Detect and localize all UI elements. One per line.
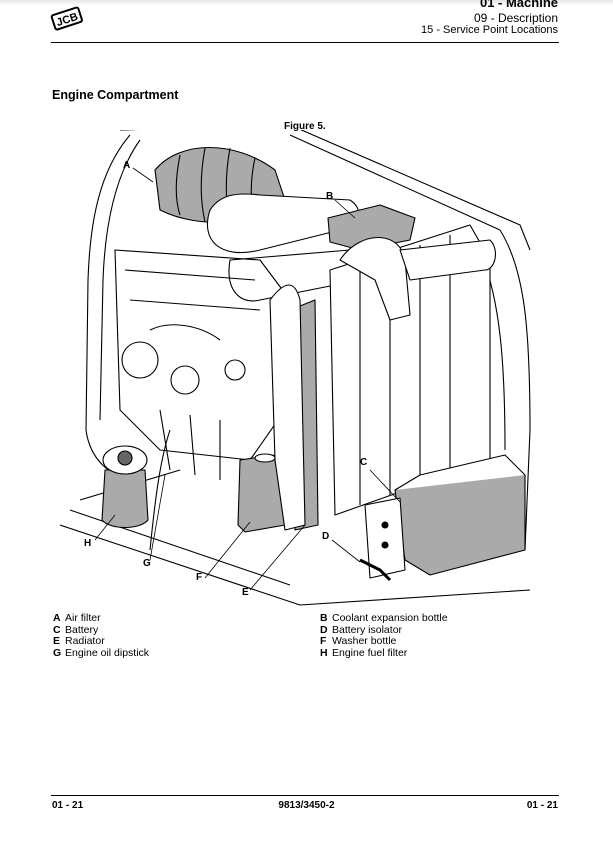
bodywork-left bbox=[85, 134, 131, 481]
page-heading: Engine Compartment bbox=[52, 88, 179, 102]
legend-label: Air filter bbox=[65, 612, 101, 624]
legend-key: C bbox=[53, 623, 61, 636]
header-divider bbox=[51, 42, 559, 43]
callout-h: H bbox=[84, 538, 92, 549]
callout-a: A bbox=[123, 160, 131, 171]
footer-page-number-left: 01 - 21 bbox=[52, 800, 84, 811]
floor-plate bbox=[60, 524, 531, 606]
callout-c: C bbox=[360, 457, 368, 468]
legend-key: E bbox=[53, 635, 61, 647]
callout-e: E bbox=[242, 587, 249, 598]
legend-label: Engine oil dipstick bbox=[65, 646, 150, 659]
legend-item: F Washer bottle bbox=[320, 635, 448, 648]
figure-caption: Figure 5. bbox=[284, 121, 326, 132]
callout-b: B bbox=[326, 191, 334, 202]
legend-item: D Battery isolator bbox=[320, 623, 448, 637]
chapter-title: 01 - Machine bbox=[479, 0, 558, 10]
legend-item: A Air filter bbox=[53, 612, 149, 625]
legend-label: Coolant expansion bottle bbox=[332, 612, 448, 624]
legend-item: H Engine fuel filter bbox=[320, 646, 448, 660]
callout-f: F bbox=[196, 572, 203, 583]
legend-key: A bbox=[53, 612, 61, 624]
jcb-logo: JCB bbox=[50, 6, 83, 31]
footer-page-number-right: 01 - 21 bbox=[526, 800, 558, 811]
battery-isolator bbox=[364, 497, 406, 579]
engine-compartment-illustration: A B C D E F G H bbox=[60, 130, 540, 610]
legend-item: B Coolant expansion bottle bbox=[320, 612, 448, 625]
engine-block bbox=[114, 249, 291, 461]
legend-key: G bbox=[53, 646, 62, 659]
legend-label: Radiator bbox=[65, 635, 105, 647]
section-title-header: 09 - Description bbox=[473, 11, 558, 25]
page-top-edge bbox=[0, 0, 613, 6]
legend-key: H bbox=[320, 646, 328, 659]
legend-item: E Radiator bbox=[53, 635, 149, 648]
engine-fuel-filter bbox=[101, 469, 149, 529]
rear-panel bbox=[499, 229, 531, 551]
legend-label: Washer bottle bbox=[332, 635, 397, 647]
legend-right-column: B Coolant expansion bottle D Battery isola… bbox=[320, 612, 448, 660]
legend-key: F bbox=[320, 635, 327, 647]
footer-document-number: 9813/3450-2 bbox=[278, 800, 335, 811]
legend-label: Battery bbox=[65, 623, 99, 636]
legend-label: Engine fuel filter bbox=[332, 646, 408, 659]
callout-d: D bbox=[322, 531, 330, 542]
legend-key: B bbox=[320, 612, 328, 624]
footer-divider bbox=[51, 795, 559, 796]
bodywork-top bbox=[120, 130, 531, 251]
legend-key: D bbox=[320, 623, 328, 636]
coolant-expansion-bottle bbox=[327, 204, 416, 251]
callout-g: G bbox=[143, 558, 151, 569]
callout-leaders bbox=[94, 167, 401, 591]
legend-label: Battery isolator bbox=[332, 623, 403, 636]
subsection-title-header: 15 - Service Point Locations bbox=[421, 24, 558, 36]
engine-oil-dipstick bbox=[149, 429, 171, 551]
legend-item: C Battery bbox=[53, 623, 149, 637]
